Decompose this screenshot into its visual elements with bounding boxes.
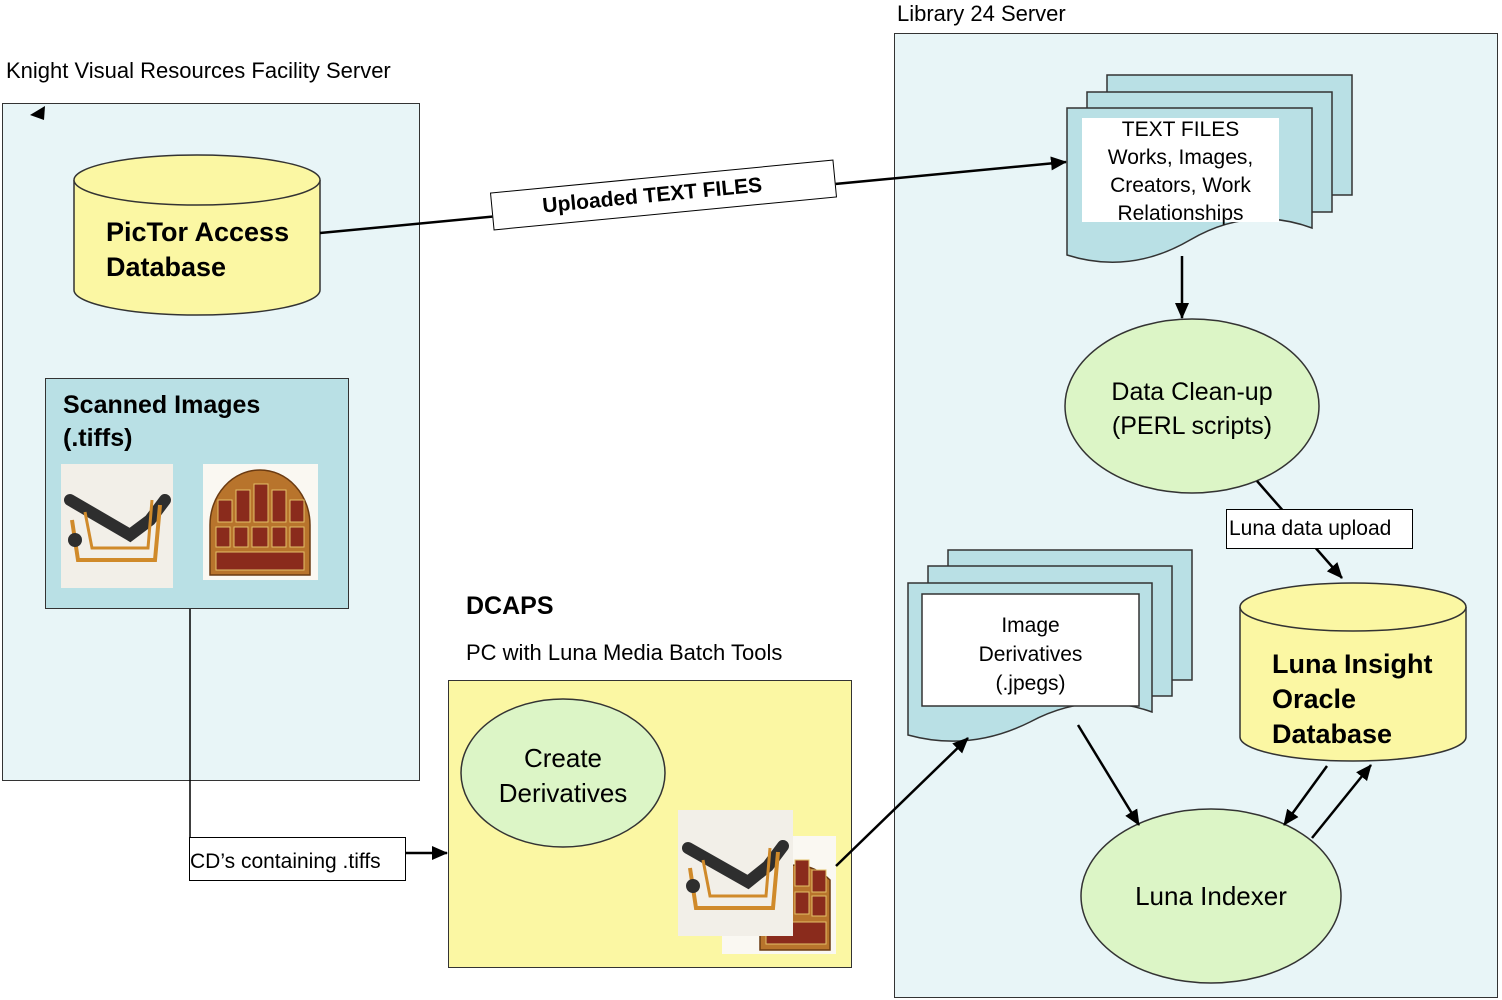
image-derivatives-document-stack [907, 549, 1193, 742]
line-scanned-to-cd [189, 609, 422, 854]
library-server-title: Library 24 Server [897, 1, 1066, 26]
luna-indexer-ellipse [1080, 808, 1342, 984]
arrow-indexer-to-luna-db [1311, 764, 1372, 839]
scanned-images-label: Scanned Images (.tiffs) [63, 391, 261, 452]
corner-marker-icon [30, 106, 45, 120]
pictor-database-label: PicTor Access Database [106, 217, 290, 282]
data-cleanup-ellipse [1064, 318, 1320, 494]
luna-insight-database-label: Luna Insight Oracle Database [1272, 649, 1433, 749]
data-cleanup-label: Data Clean-up (PERL scripts) [1111, 378, 1273, 440]
dcaps-title: DCAPS [466, 592, 554, 620]
create-derivatives-label: Create Derivatives [498, 743, 628, 808]
text-files-label: TEXT FILES Works, Images, Creators, Work… [1107, 118, 1254, 225]
luna-indexer-label: Luna Indexer [1135, 881, 1287, 911]
text-files-document-stack [1066, 74, 1353, 263]
dcaps-subtitle: PC with Luna Media Batch Tools [466, 640, 783, 665]
chair-image-scanned [61, 464, 173, 588]
chair-image-dcaps [678, 810, 793, 936]
knight-server-title: Knight Visual Resources Facility Server [6, 58, 391, 83]
pictor-database-cylinder [73, 154, 321, 316]
luna-data-upload-edge-label: Luna data upload [1226, 509, 1413, 549]
arrow-luna-db-to-indexer [1282, 765, 1329, 826]
luna-insight-database-cylinder [1239, 582, 1467, 762]
arrow-derivatives-to-indexer [1076, 724, 1141, 826]
arrow-dcaps-to-derivatives [835, 737, 969, 867]
image-derivatives-label: Image Derivatives (.jpegs) [978, 614, 1083, 695]
create-derivatives-ellipse [460, 698, 666, 848]
altarpiece-image-scanned [203, 464, 318, 580]
cds-containing-tiffs-edge-label: CD’s containing .tiffs [189, 837, 406, 881]
